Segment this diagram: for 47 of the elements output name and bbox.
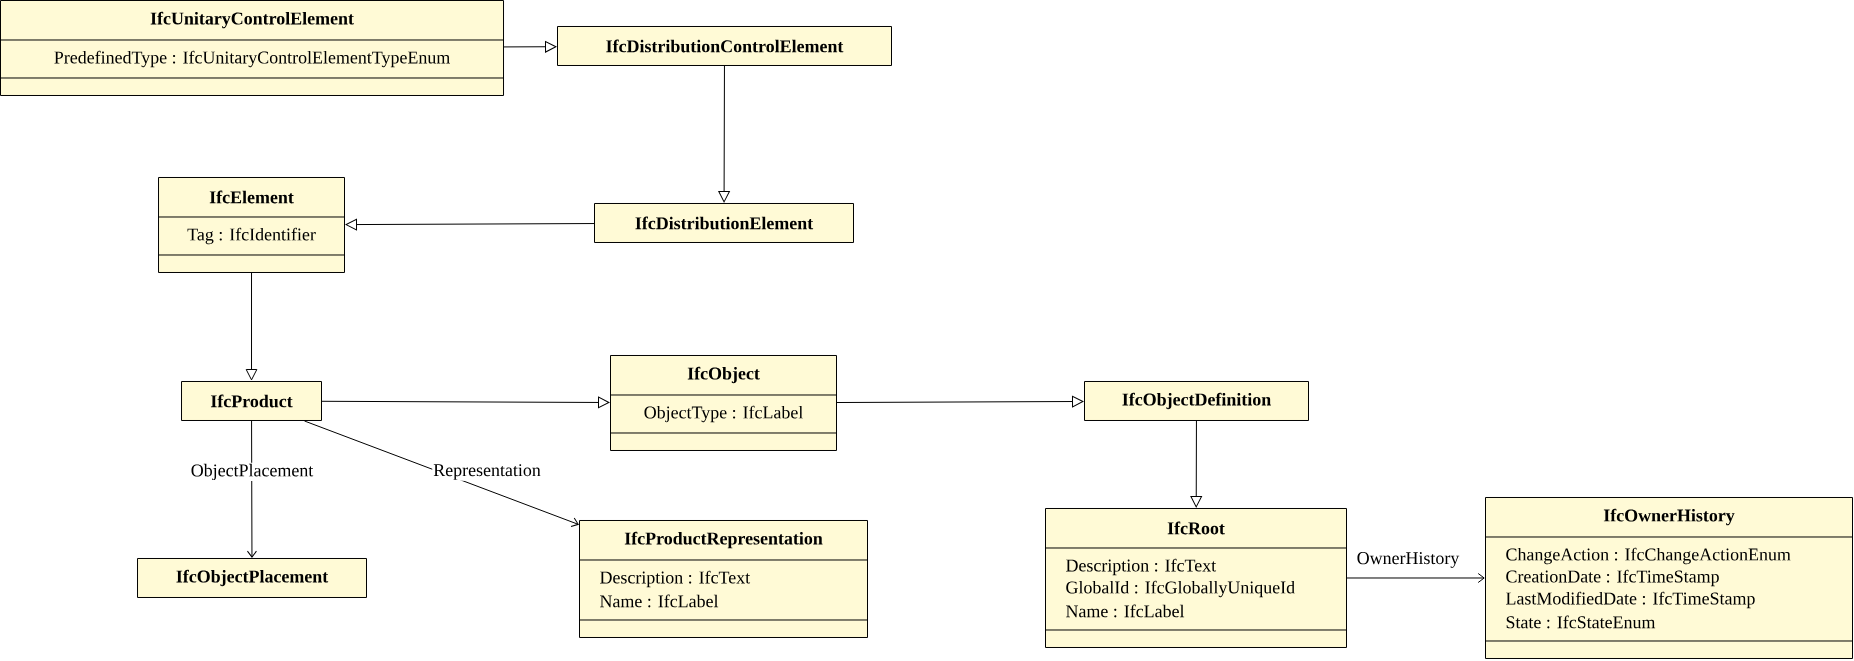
generalization-arrow (245, 272, 258, 381)
association-arrow (1346, 573, 1485, 583)
class-name: IfcProduct (210, 394, 293, 408)
generalization-arrow (345, 218, 595, 231)
attribute-text: ObjectType : IfcLabel (644, 405, 803, 423)
generalization-arrow (718, 65, 730, 203)
class-box (158, 177, 345, 273)
edge-label: OwnerHistory (1355, 551, 1461, 569)
attribute-text: GlobalId : IfcGloballyUniqueId (1066, 580, 1295, 598)
class-box (1485, 497, 1853, 659)
class-box (594, 203, 854, 243)
class-box (137, 558, 367, 598)
class-name: IfcProductRepresentation (624, 531, 823, 549)
class-box (1084, 381, 1309, 421)
class-name: IfcObject (687, 366, 760, 384)
attribute-text: Description : IfcText (600, 570, 751, 588)
attribute-text: PredefinedType : IfcUnitaryControlElementTypeEnum (54, 50, 450, 68)
attribute-text: LastModifiedDate : IfcTimeStamp (1506, 591, 1755, 609)
edge-label: ObjectPlacement (189, 462, 315, 482)
class-box (557, 26, 892, 66)
generalization-arrow (1190, 420, 1203, 508)
attribute-text: Description : IfcText (1066, 558, 1217, 576)
attribute-text: Name : IfcLabel (1066, 604, 1185, 618)
association-arrow (304, 420, 579, 527)
edge-label: Representation (432, 463, 542, 481)
class-name: IfcUnitaryControlElement (150, 11, 354, 29)
attribute-text: ChangeAction : IfcChangeActionEnum (1506, 547, 1791, 565)
class-name: IfcRoot (1167, 521, 1225, 535)
attribute-text: State : IfcStateEnum (1506, 615, 1656, 629)
class-box (579, 520, 868, 638)
generalization-arrow (503, 40, 557, 53)
association-arrow (246, 420, 257, 558)
generalization-arrow (836, 395, 1084, 408)
generalization-arrow (321, 396, 610, 409)
class-name: IfcObjectDefinition (1122, 392, 1271, 410)
attribute-text: Tag : IfcIdentifier (187, 227, 316, 245)
class-box (0, 0, 504, 96)
class-box (1045, 508, 1347, 648)
class-name: IfcDistributionElement (635, 216, 814, 230)
class-name: IfcElement (209, 190, 294, 204)
attribute-text: CreationDate : IfcTimeStamp (1506, 569, 1719, 587)
class-name: IfcObjectPlacement (176, 569, 329, 587)
class-box (610, 355, 837, 451)
class-name: IfcDistributionControlElement (606, 39, 844, 53)
class-box (181, 381, 322, 421)
attribute-text: Name : IfcLabel (600, 594, 719, 608)
class-name: IfcOwnerHistory (1603, 508, 1735, 526)
